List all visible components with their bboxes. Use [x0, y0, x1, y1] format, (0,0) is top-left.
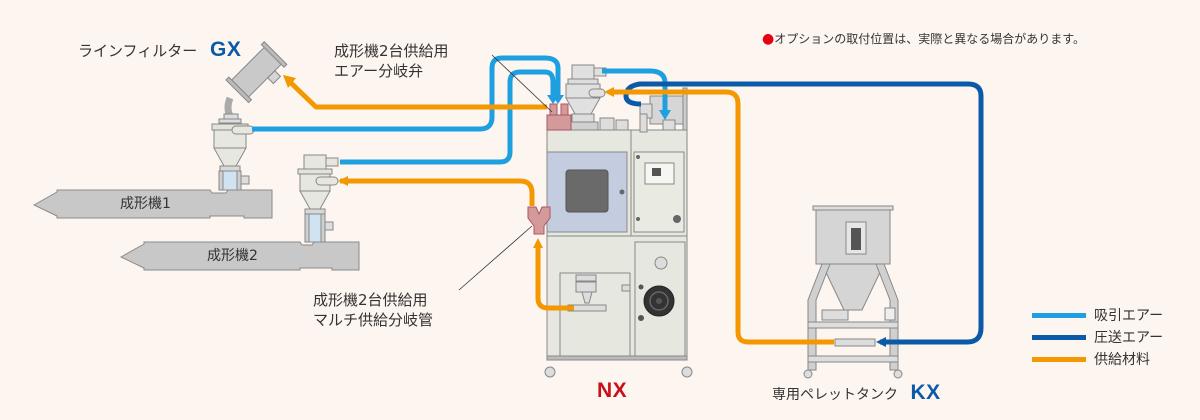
hopper-loader-2	[297, 154, 339, 243]
multi-pipe-label-line2: マルチ供給分岐管	[313, 311, 434, 329]
legend-label-pressure-air: 圧送エアー	[1094, 330, 1164, 346]
molding-machine-1	[32, 189, 273, 219]
multi-pipe-label-line1: 成形機2台供給用	[313, 291, 428, 309]
multi-pipe-label: 成形機2台供給用 マルチ供給分岐管	[313, 290, 433, 330]
legend-swatch-material	[1032, 356, 1086, 362]
legend-item-suction-air: 吸引エアー	[1032, 304, 1163, 326]
molding-machine-2	[119, 241, 360, 271]
material-arrows	[283, 75, 614, 248]
leader-line-multipipe	[458, 225, 533, 291]
pellet-tank-label: 専用ペレットタンク KX	[772, 381, 941, 405]
gx-hopper-loader	[211, 41, 288, 191]
legend-swatch-pressure-air	[1032, 334, 1086, 340]
molding-machine-2-label: 成形機2	[207, 248, 258, 264]
leader-line-diverter	[491, 54, 553, 113]
line-filter-prefix: ラインフィルター	[78, 42, 198, 60]
legend-item-material: 供給材料	[1032, 348, 1163, 370]
pressure-arrow	[876, 337, 886, 347]
diverter-valve-label-line1: 成形機2台供給用	[334, 42, 449, 60]
legend-swatch-suction-air	[1032, 312, 1086, 318]
kx-model-label: KX	[910, 381, 941, 404]
legend-label-suction-air: 吸引エアー	[1094, 308, 1164, 324]
suction-arrows	[547, 95, 671, 120]
note-bullet-icon: ●	[762, 31, 775, 47]
multi-branch-pipe	[527, 206, 551, 235]
molding-machine-1-label: 成形機1	[120, 196, 171, 212]
diverter-valve-label: 成形機2台供給用 エアー分岐弁	[334, 41, 449, 81]
legend-label-material: 供給材料	[1094, 352, 1150, 368]
nx-model-label: NX	[597, 379, 628, 402]
diverter-valve-label-line2: エアー分岐弁	[334, 62, 424, 80]
nx-main-unit	[544, 64, 693, 378]
legend-item-pressure-air: 圧送エアー	[1032, 326, 1163, 348]
legend: 吸引エアー 圧送エアー 供給材料	[1032, 304, 1163, 370]
kx-pellet-tank	[803, 205, 903, 379]
line-filter-label: ラインフィルター GX	[78, 38, 242, 61]
option-note: ●オプションの取付位置は、実際と異なる場合があります。	[762, 30, 1085, 47]
note-text: オプションの取付位置は、実際と異なる場合があります。	[774, 32, 1086, 46]
pellet-tank-prefix: 専用ペレットタンク	[772, 387, 898, 403]
pressure-air-pipes	[623, 81, 984, 345]
gx-model-label: GX	[210, 38, 242, 61]
material-pipes	[288, 80, 834, 345]
